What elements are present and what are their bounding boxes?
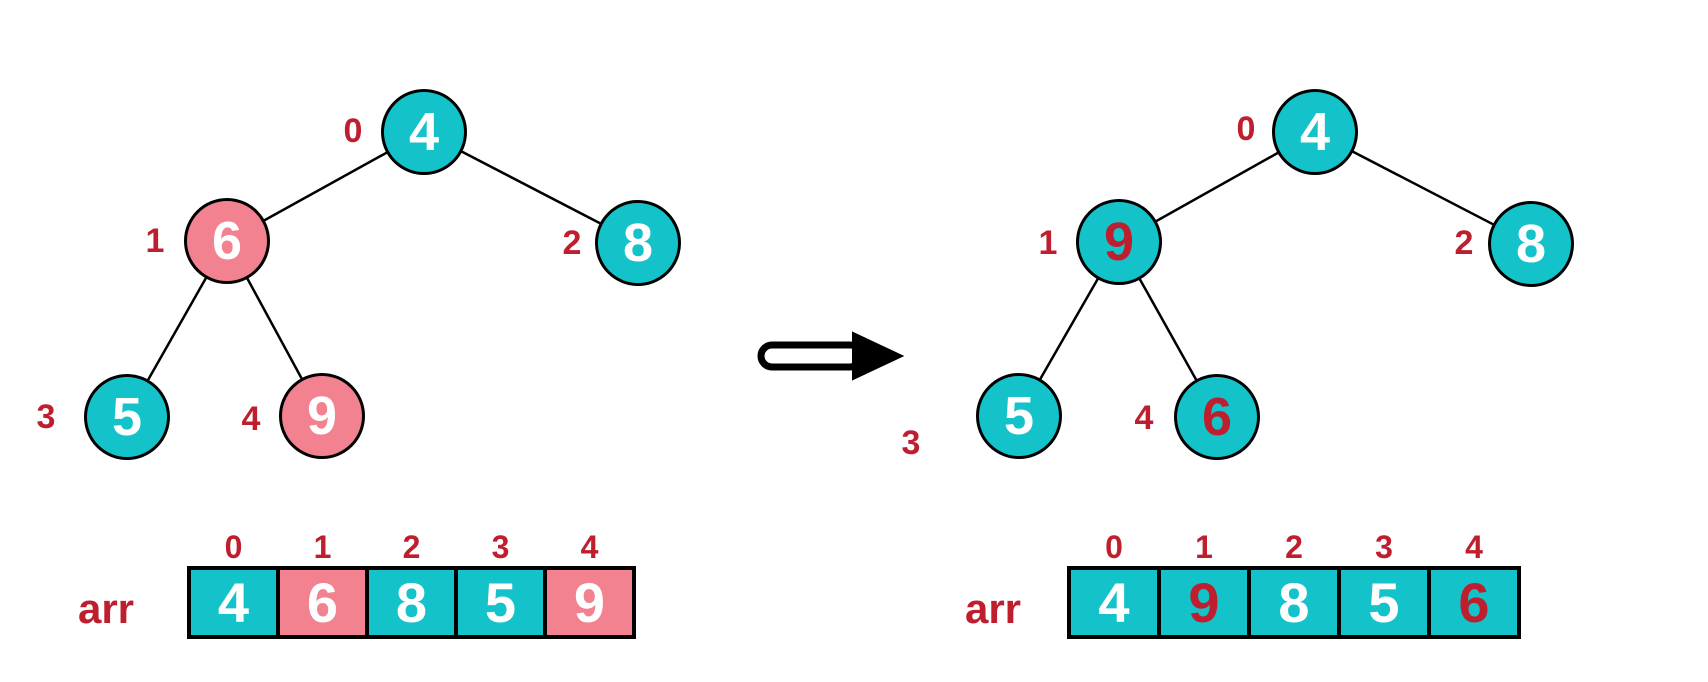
node-index-label: 4 bbox=[1134, 399, 1154, 437]
tree-node: 4 bbox=[381, 89, 467, 175]
array-index-label: 2 bbox=[402, 529, 421, 565]
array-cell: 5 bbox=[454, 566, 547, 639]
tree-node: 4 bbox=[1272, 89, 1358, 175]
tree-node: 5 bbox=[84, 374, 170, 460]
array-index-label: 4 bbox=[1465, 529, 1483, 565]
tree-node: 9 bbox=[279, 373, 365, 459]
array-index-label: 4 bbox=[580, 529, 599, 565]
array-cell: 9 bbox=[543, 566, 636, 639]
node-index-label: 4 bbox=[241, 400, 261, 438]
node-index-label: 2 bbox=[562, 224, 582, 262]
array-index-label: 3 bbox=[1375, 529, 1393, 565]
tree-node: 6 bbox=[184, 198, 270, 284]
array-cell: 6 bbox=[276, 566, 369, 639]
array-cell: 4 bbox=[187, 566, 280, 639]
array-cell: 8 bbox=[365, 566, 458, 639]
transform-arrow-icon bbox=[757, 331, 905, 381]
node-index-label: 3 bbox=[36, 398, 56, 436]
node-index-label: 1 bbox=[1038, 224, 1058, 262]
array-index-label: 1 bbox=[1195, 529, 1213, 565]
array-label-after: arr bbox=[964, 585, 1022, 632]
node-index-label: 2 bbox=[1454, 224, 1474, 262]
tree-node: 5 bbox=[976, 373, 1062, 459]
array-cell: 6 bbox=[1427, 566, 1521, 639]
array-cell: 9 bbox=[1157, 566, 1251, 639]
node-index-label: 0 bbox=[343, 112, 363, 150]
array-index-label: 2 bbox=[1285, 529, 1303, 565]
array-cell: 8 bbox=[1247, 566, 1341, 639]
node-index-label: 0 bbox=[1236, 110, 1256, 148]
array-index-label: 3 bbox=[491, 529, 510, 565]
array-index-label: 0 bbox=[224, 529, 243, 565]
array-label-before: arr bbox=[77, 585, 135, 632]
tree-node: 6 bbox=[1174, 374, 1260, 460]
array-cell: 5 bbox=[1337, 566, 1431, 639]
array-index-label: 1 bbox=[313, 529, 332, 565]
tree-node: 9 bbox=[1076, 199, 1162, 285]
array-index-label: 0 bbox=[1105, 529, 1123, 565]
array-cell: 4 bbox=[1067, 566, 1161, 639]
node-index-label: 3 bbox=[901, 424, 921, 462]
tree-node: 8 bbox=[595, 200, 681, 286]
tree-node: 8 bbox=[1488, 201, 1574, 287]
node-index-label: 1 bbox=[145, 222, 165, 260]
